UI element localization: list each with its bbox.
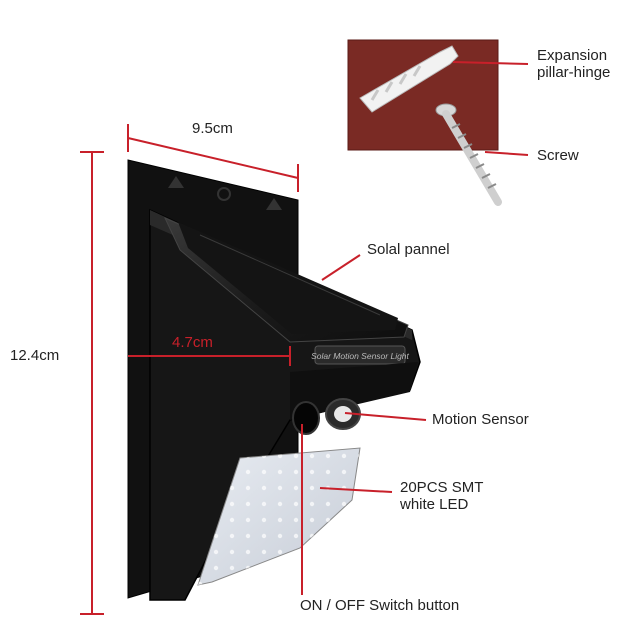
callout-lines [301, 61, 529, 595]
expansion-label-line2: pillar-hinge [537, 64, 611, 82]
switch-button [292, 401, 320, 435]
expansion-callout-label: Expansion pillar-hinge [537, 47, 610, 82]
width-dimension-label: 9.5cm [192, 120, 233, 137]
sensor-block [290, 362, 418, 435]
led-callout-label: 20PCS SMT white LED [400, 479, 483, 514]
height-dimension-label: 12.4cm [10, 347, 60, 364]
switch-callout-label: ON / OFF Switch button [300, 597, 460, 614]
solar-panel [163, 217, 409, 343]
motion-sensor-callout-label: Motion Sensor [432, 411, 529, 428]
mounting-accessories [347, 39, 502, 206]
led-label-line2: white LED [400, 496, 469, 514]
screw-callout-label: Screw [537, 147, 579, 164]
expansion-anchor [359, 45, 459, 113]
solar-panel-callout-label: Solal pannel [367, 241, 450, 258]
depth-dimension-label: 4.7cm [172, 334, 213, 351]
product-label-strip: Solar Motion Sensor Light [311, 345, 410, 365]
expansion-label-line1: Expansion [537, 47, 608, 64]
dimension-lines [80, 124, 299, 615]
led-panel [197, 447, 361, 586]
product-label-text: Solar Motion Sensor Light [311, 351, 409, 361]
led-label-line1: 20PCS SMT [400, 479, 484, 496]
screw [435, 103, 502, 206]
